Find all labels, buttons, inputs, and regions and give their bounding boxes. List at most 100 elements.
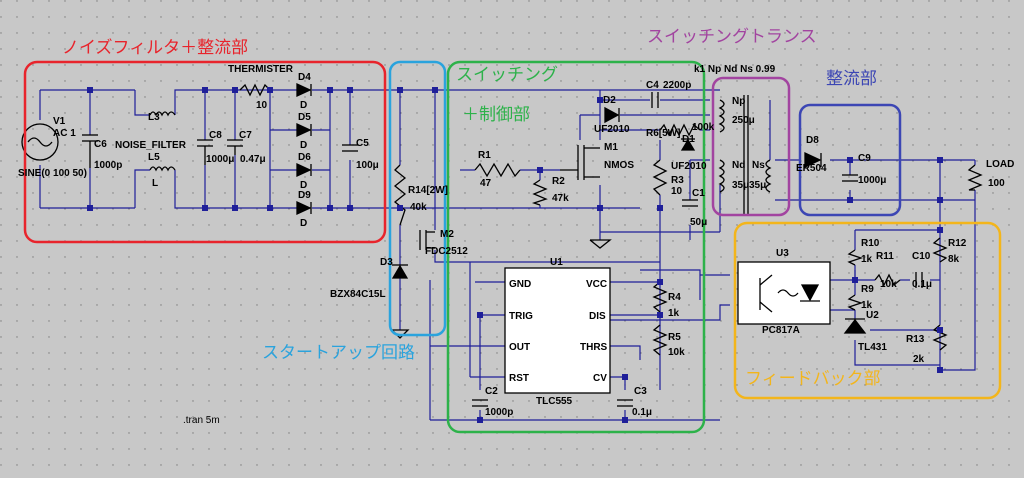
np-label: Np xyxy=(732,96,745,107)
r9-value: 1k xyxy=(861,300,873,311)
d5-value: D xyxy=(300,140,307,151)
load-value: 100 xyxy=(988,178,1005,189)
c9-label: C9 xyxy=(858,153,871,164)
u2-label: U2 xyxy=(866,310,879,321)
noise-filter-title: ノイズフィルタ＋整流部 xyxy=(62,38,248,58)
r12-value: 8k xyxy=(948,254,960,265)
c5-label: C5 xyxy=(356,138,369,149)
m1-label: M1 xyxy=(604,142,618,153)
noise-filter-section-box xyxy=(23,60,387,244)
u2-value: TL431 xyxy=(858,342,887,353)
d3-value: BZX84C15L xyxy=(330,289,386,300)
d9-value: D xyxy=(300,218,307,229)
r3-label: R3 xyxy=(671,175,684,186)
m2-label: M2 xyxy=(440,229,454,240)
c8-label: C8 xyxy=(209,130,222,141)
transformer-section-box xyxy=(711,76,791,217)
u1-pin-out: OUT xyxy=(509,342,530,353)
switching-section-box xyxy=(446,60,706,434)
startup-title: スタートアップ回路 xyxy=(262,343,415,363)
c1-value: 50μ xyxy=(690,217,707,228)
d5-label: D5 xyxy=(298,112,311,123)
np-value: 250μ xyxy=(732,115,755,126)
u1-chip-body xyxy=(504,267,611,394)
v1-sine-label: SINE(0 100 50) xyxy=(18,168,87,179)
c3-label: C3 xyxy=(634,386,647,397)
component-labels: V1 AC 1 SINE(0 100 50) C6 1000p L3 NOISE… xyxy=(18,64,1014,426)
sim-directive: .tran 5m xyxy=(183,415,220,426)
d2-value: UF2010 xyxy=(594,124,630,135)
ns-label: Ns xyxy=(752,160,765,171)
switching-title: スイッチング xyxy=(456,65,558,85)
r11-label: R11 xyxy=(876,251,894,262)
c2-label: C2 xyxy=(485,386,498,397)
c1-label: C1 xyxy=(692,188,705,199)
r4-label: R4 xyxy=(668,292,681,303)
d6-value: D xyxy=(300,180,307,191)
r13-label: R13 xyxy=(906,334,925,345)
m2-value: FDC2512 xyxy=(425,246,468,257)
coupling-label: k1 Np Nd Ns 0.99 xyxy=(694,64,776,75)
c2-value: 1000p xyxy=(485,407,513,418)
rectifier-title: 整流部 xyxy=(826,69,877,89)
r1-label: R1 xyxy=(478,150,491,161)
r6-value: 100k xyxy=(692,122,715,133)
noise-filter-label: NOISE_FILTER xyxy=(115,140,187,151)
d1-label: D1 xyxy=(682,134,695,145)
c5-value: 100μ xyxy=(356,160,379,171)
d3-label: D3 xyxy=(380,257,393,268)
m1-value: NMOS xyxy=(604,160,634,171)
thermistor-label: THERMISTER xyxy=(228,64,294,75)
l5-label: L5 xyxy=(148,152,160,163)
r6-label: R6[5W] xyxy=(646,128,680,139)
d2-label: D2 xyxy=(603,95,616,106)
nd-label: Nd xyxy=(732,160,745,171)
d4-label: D4 xyxy=(298,72,311,83)
nd-value: 35μ xyxy=(732,180,749,191)
startup-section-box xyxy=(388,60,447,337)
l3-label: L3 xyxy=(148,112,160,123)
r11-value: 10k xyxy=(880,279,897,290)
thermistor-value: 10 xyxy=(256,100,268,111)
u3-optocoupler-body xyxy=(737,261,831,325)
junction-dots xyxy=(87,87,943,423)
r12-label: R12 xyxy=(948,238,967,249)
r10-label: R10 xyxy=(861,238,880,249)
u1-pin-gnd: GND xyxy=(509,279,531,290)
r4-value: 1k xyxy=(668,308,680,319)
ns-value: 35μ xyxy=(749,180,766,191)
d9-label: D9 xyxy=(298,190,311,201)
c9-value: 1000μ xyxy=(858,175,886,186)
load-label: LOAD xyxy=(986,159,1014,170)
c4-label: C4 xyxy=(646,80,659,91)
r13-value: 2k xyxy=(913,354,925,365)
d1-value: UF2010 xyxy=(671,161,707,172)
u1-pin-dis: DIS xyxy=(589,311,606,322)
components xyxy=(21,82,983,407)
r5-value: 10k xyxy=(668,347,685,358)
u1-pin-rst: RST xyxy=(509,373,529,384)
v1-label: V1 xyxy=(53,116,66,127)
u1-pin-vcc: VCC xyxy=(586,279,607,290)
c4-value: 2200p xyxy=(663,80,691,91)
u3-value: PC817A xyxy=(762,325,800,336)
r9-label: R9 xyxy=(861,284,874,295)
r14-label: R14[2W] xyxy=(408,185,448,196)
l5-value: L xyxy=(152,178,158,189)
u1-pin-thrs: THRS xyxy=(580,342,608,353)
r2-value: 47k xyxy=(552,193,569,204)
c10-label: C10 xyxy=(912,251,931,262)
d8-value: ER504 xyxy=(796,163,827,174)
u1-label: U1 xyxy=(550,257,563,268)
feedback-section-box xyxy=(733,221,1002,400)
r3-value: 10 xyxy=(671,186,683,197)
d4-value: D xyxy=(300,100,307,111)
c10-value: 0.1μ xyxy=(912,279,932,290)
c6-value: 1000p xyxy=(94,160,122,171)
feedback-title: フィードバック部 xyxy=(745,369,881,389)
c6-label: C6 xyxy=(94,139,107,150)
d6-label: D6 xyxy=(298,152,311,163)
r2-label: R2 xyxy=(552,176,565,187)
rectifier-section-box xyxy=(798,103,902,217)
